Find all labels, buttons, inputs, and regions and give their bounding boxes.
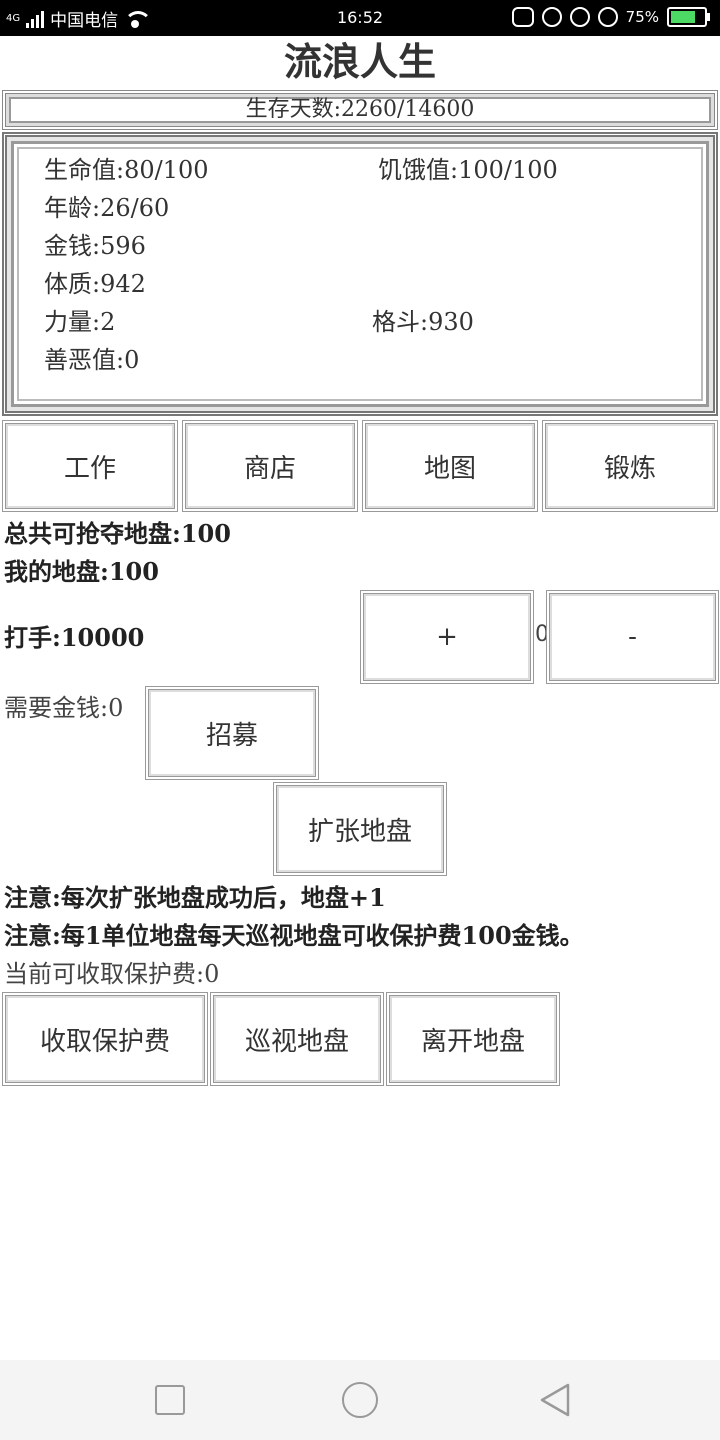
user-icon (541, 7, 562, 27)
leave-territory-button[interactable]: 离开地盘 (386, 992, 560, 1086)
stat-fighting: 格斗:930 (372, 308, 474, 336)
note-fee: 注意:每1单位地盘每天巡视地盘可收保护费100金钱。 (4, 921, 584, 950)
stat-strength: 力量:2 (44, 308, 116, 336)
map-button[interactable]: 地图 (362, 420, 538, 512)
status-bar: 4G 中国电信 16:52 75% (0, 0, 720, 36)
current-fee: 当前可收取保护费:0 (4, 960, 220, 988)
work-button[interactable]: 工作 (2, 420, 178, 512)
total-territory: 总共可抢夺地盘:100 (4, 519, 231, 548)
battery-icon (667, 7, 710, 27)
page-title: 流浪人生 (283, 39, 436, 84)
network-type: 4G (6, 12, 21, 24)
home-icon[interactable] (342, 1382, 378, 1418)
expand-territory-button[interactable]: 扩张地盘 (273, 782, 447, 876)
recents-icon[interactable] (155, 1385, 185, 1415)
carrier-name: 中国电信 (50, 11, 119, 31)
signal-icon (26, 10, 45, 28)
minus-button[interactable]: - (546, 590, 719, 684)
stat-age: 年龄:26/60 (44, 194, 170, 222)
collect-fee-button[interactable]: 收取保护费 (2, 992, 208, 1086)
clock: 16:52 (336, 8, 384, 27)
stat-hunger: 饥饿值:100/100 (378, 156, 558, 184)
survival-days: 生存天数:2260/14600 (245, 97, 475, 122)
status-right: 75% (511, 7, 710, 27)
battery-percent: 75% (625, 8, 659, 26)
gamepad-icon (511, 7, 534, 27)
back-icon[interactable] (538, 1382, 572, 1418)
plus-button[interactable]: + (360, 590, 534, 684)
train-button[interactable]: 锻炼 (542, 420, 718, 512)
stat-life: 生命值:80/100 (44, 156, 209, 184)
stats-panel (2, 132, 718, 416)
stat-morality: 善恶值:0 (44, 346, 140, 374)
system-nav-bar (0, 1360, 720, 1440)
thug-input-value[interactable]: 0 (535, 622, 549, 647)
shop-button[interactable]: 商店 (182, 420, 358, 512)
status-left: 4G 中国电信 (6, 6, 153, 31)
thugs-count: 打手:10000 (4, 623, 145, 652)
my-territory: 我的地盘:100 (4, 557, 159, 586)
stat-constitution: 体质:942 (44, 270, 146, 298)
alarm-icon (597, 7, 618, 27)
wifi-icon (124, 10, 153, 28)
recruit-cost: 需要金钱:0 (4, 694, 124, 722)
recruit-button[interactable]: 招募 (145, 686, 319, 780)
patrol-button[interactable]: 巡视地盘 (210, 992, 384, 1086)
survival-days-box: 生存天数:2260/14600 (2, 90, 718, 130)
lock-rotation-icon (569, 7, 590, 27)
note-expand: 注意:每次扩张地盘成功后，地盘+1 (4, 883, 386, 912)
stat-money: 金钱:596 (44, 232, 146, 260)
